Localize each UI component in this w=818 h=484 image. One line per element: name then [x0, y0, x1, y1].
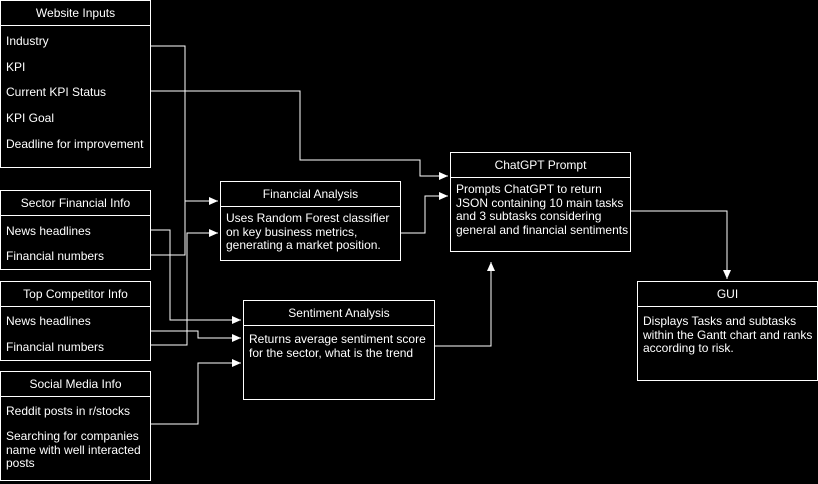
connector-financial-to-chatgpt — [401, 192, 448, 234]
chatgpt-prompt-box: ChatGPT Prompt Prompts ChatGPT to return… — [450, 152, 631, 252]
connector-competitor-news-to-sentiment — [151, 330, 241, 342]
website-inputs-title: Website Inputs — [1, 1, 150, 26]
social-reddit-posts: Reddit posts in r/stocks — [6, 404, 131, 418]
sentiment-analysis-description: Returns average sentiment score for the … — [249, 333, 426, 360]
sector-news-headlines: News headlines — [6, 224, 91, 238]
chatgpt-prompt-title: ChatGPT Prompt — [451, 153, 630, 178]
social-media-title: Social Media Info — [1, 372, 150, 397]
sector-financial-numbers: Financial numbers — [6, 249, 105, 263]
connector-chatgpt-to-gui — [631, 210, 731, 279]
gui-box: GUI Displays Tasks and subtasks within t… — [637, 281, 818, 381]
chatgpt-prompt-description: Prompts ChatGPT to return JSON containin… — [456, 183, 629, 237]
top-competitor-box: Top Competitor Info News headlines Finan… — [0, 281, 151, 361]
social-media-box: Social Media Info Reddit posts in r/stoc… — [0, 371, 151, 481]
connector-kpi-status-to-chatgpt — [151, 90, 448, 180]
website-inputs-box: Website Inputs Industry KPI Current KPI … — [0, 0, 151, 168]
gui-title: GUI — [638, 282, 817, 307]
input-deadline: Deadline for improvement — [6, 137, 144, 151]
financial-analysis-title: Financial Analysis — [221, 182, 400, 207]
input-kpi-goal: KPI Goal — [6, 111, 55, 125]
connector-competitor-numbers-to-financial — [151, 229, 218, 346]
sector-financial-box: Sector Financial Info News headlines Fin… — [0, 190, 151, 270]
competitor-news-headlines: News headlines — [6, 314, 91, 328]
input-kpi: KPI — [6, 60, 26, 74]
gui-description: Displays Tasks and subtasks within the G… — [643, 315, 813, 355]
sentiment-analysis-box: Sentiment Analysis Returns average senti… — [243, 300, 435, 400]
social-searching-companies: Searching for companies name with well i… — [6, 430, 141, 470]
connector-industry-to-financial — [151, 45, 218, 205]
financial-analysis-description: Uses Random Forest classifier on key bus… — [226, 212, 390, 252]
input-current-kpi-status: Current KPI Status — [6, 85, 107, 99]
connector-sentiment-to-chatgpt — [435, 262, 495, 347]
sentiment-analysis-title: Sentiment Analysis — [244, 301, 434, 326]
sector-financial-title: Sector Financial Info — [1, 191, 150, 216]
top-competitor-title: Top Competitor Info — [1, 282, 150, 307]
input-industry: Industry — [6, 34, 49, 48]
connector-reddit-to-sentiment — [151, 359, 241, 425]
connector-sector-numbers-to-financial — [151, 201, 186, 256]
financial-analysis-box: Financial Analysis Uses Random Forest cl… — [220, 181, 401, 261]
competitor-financial-numbers: Financial numbers — [6, 340, 105, 354]
